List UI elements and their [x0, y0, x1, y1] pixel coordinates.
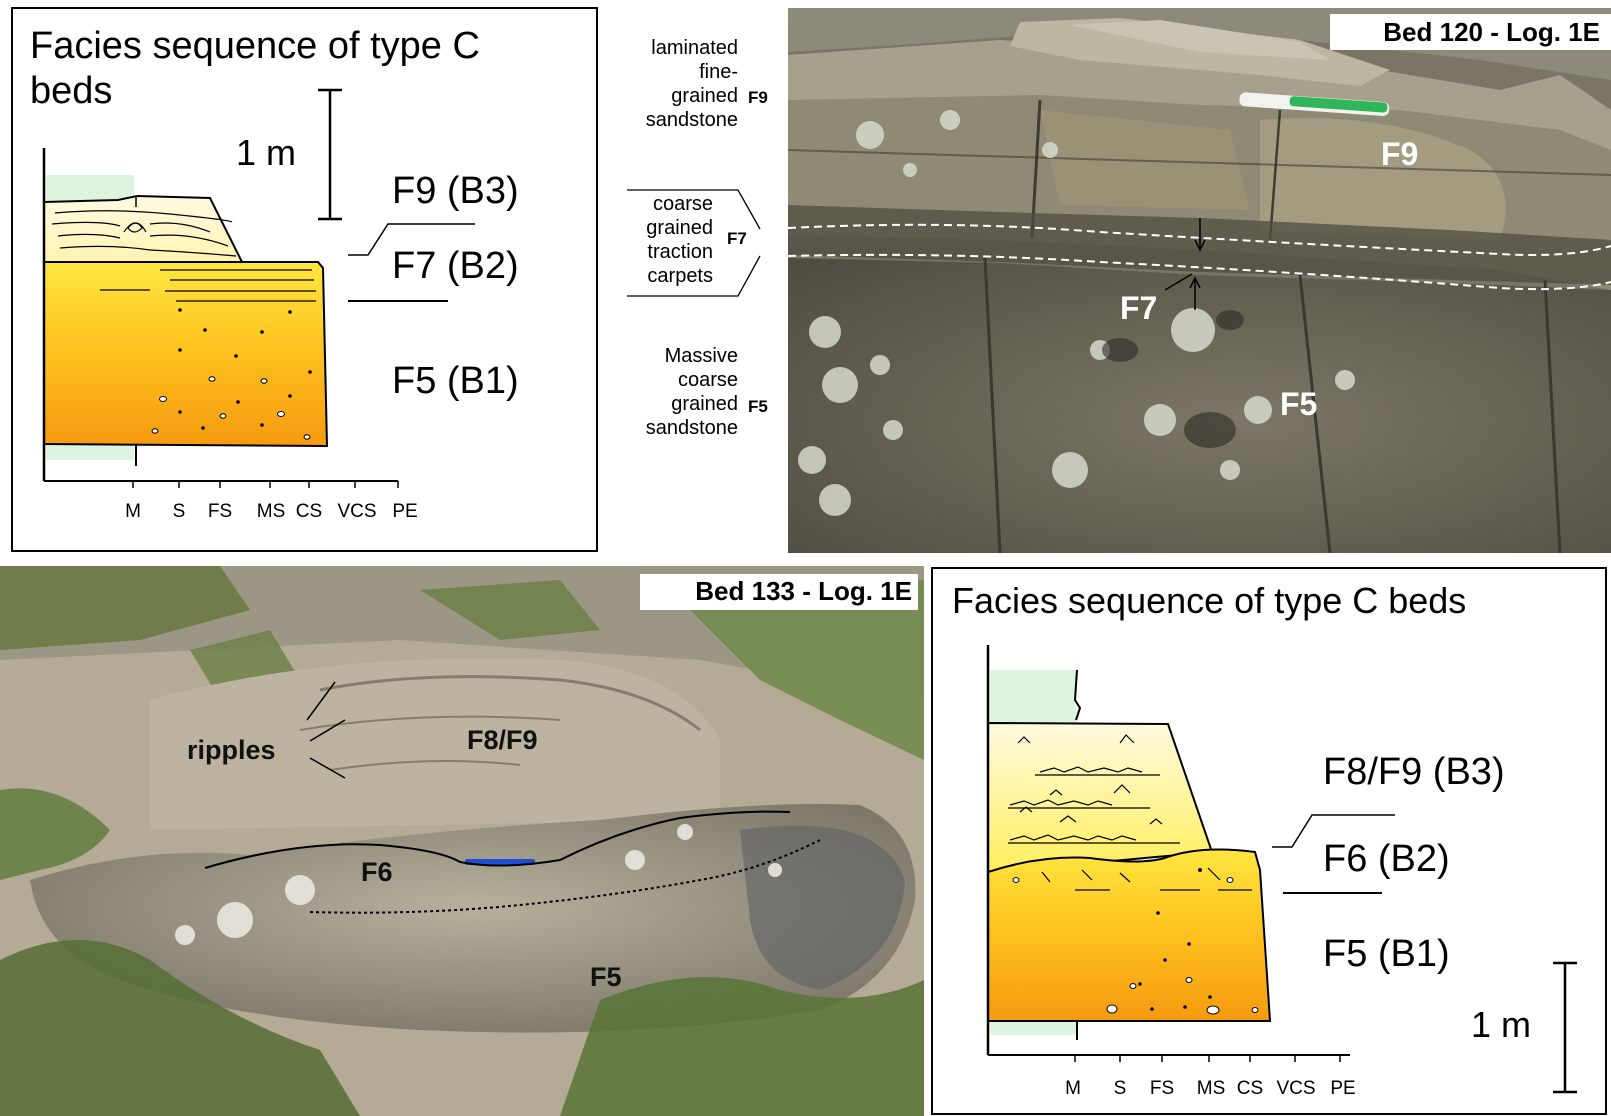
scale-label: 1 m [1471, 1004, 1531, 1045]
grain-tick-label: PE [392, 501, 417, 522]
legend-f9-text: sandstone [646, 109, 738, 131]
sedimentary-log: M S FS MS CS VCS PE [986, 645, 1356, 1099]
legend-f7-text: coarse [653, 193, 713, 215]
facies-label-f7: F7 (B2) [392, 245, 519, 287]
panel-title: Facies sequence of type C [30, 25, 480, 67]
grain-tick-label: MS [257, 501, 286, 522]
legend-f9-text: grained [671, 85, 738, 107]
photo-label-f6: F6 [361, 857, 393, 887]
grain-tick-label: CS [296, 501, 322, 522]
grain-tick-label: FS [208, 501, 232, 522]
legend-f9-code: F9 [748, 88, 768, 107]
legend-f7-code: F7 [727, 229, 747, 248]
photo-label-f5: F5 [1280, 386, 1317, 422]
legend-f9-text: laminated [651, 37, 738, 59]
facies-label-f5: F5 (B1) [392, 360, 519, 402]
legend-f7-text: grained [646, 217, 713, 239]
photo-legend: laminated fine- grained sandstone F9 coa… [627, 37, 768, 439]
grain-tick-label: FS [1150, 1078, 1174, 1099]
legend-f5-text: grained [671, 393, 738, 415]
grain-tick-label: S [1114, 1078, 1127, 1099]
scale-object [465, 859, 535, 865]
legend-f9-text: fine- [699, 61, 738, 83]
facies-label-f6: F6 (B2) [1323, 838, 1450, 880]
facies-label-f5: F5 (B1) [1323, 933, 1450, 975]
outcrop-photo-bed-133: Bed 133 - Log. 1E ripples F8/F9 F6 F5 [0, 566, 924, 1116]
photo-label-f7: F7 [1120, 290, 1157, 326]
top-left-panel: Facies sequence of type C beds 1 m [11, 7, 598, 552]
grain-tick-label: MS [1197, 1078, 1226, 1099]
photo-label-f8-f9: F8/F9 [467, 725, 538, 755]
ripples-label: ripples [187, 735, 276, 765]
facies-label-f8-f9: F8/F9 (B3) [1323, 751, 1505, 793]
sedimentary-log: M S FS MS CS VCS PE [42, 148, 418, 522]
grain-tick-label: CS [1237, 1078, 1263, 1099]
legend-f7-text: carpets [647, 265, 713, 287]
photo-label-f5: F5 [590, 962, 622, 992]
legend-f5-text: coarse [678, 369, 738, 391]
legend-f7-text: traction [647, 241, 713, 263]
legend-f5-text: sandstone [646, 417, 738, 439]
grain-tick-label: VCS [337, 501, 376, 522]
scale-label: 1 m [236, 132, 296, 173]
grain-tick-label: M [125, 501, 141, 522]
facies-label-f9: F9 (B3) [392, 170, 519, 212]
panel-title: Facies sequence of type C beds [952, 580, 1466, 621]
scale-bar: 1 m [236, 88, 342, 221]
scale-bar: 1 m [1471, 961, 1577, 1094]
legend-f5-code: F5 [748, 397, 768, 416]
grain-tick-label: S [173, 501, 186, 522]
pen-scale [1239, 92, 1390, 117]
grain-tick-label: M [1065, 1078, 1081, 1099]
panel-title-line2: beds [30, 70, 112, 112]
photo-caption: Bed 133 - Log. 1E [695, 576, 912, 606]
photo-caption: Bed 120 - Log. 1E [1383, 17, 1600, 47]
grain-tick-label: VCS [1276, 1078, 1315, 1099]
bottom-right-panel: Facies sequence of type C beds [931, 567, 1607, 1115]
photo-label-f9: F9 [1381, 136, 1418, 172]
grain-tick-label: PE [1330, 1078, 1355, 1099]
legend-f5-text: Massive [665, 345, 738, 367]
outcrop-photo-bed-120: Bed 120 - Log. 1E F9 F7 F5 [787, 8, 1611, 554]
